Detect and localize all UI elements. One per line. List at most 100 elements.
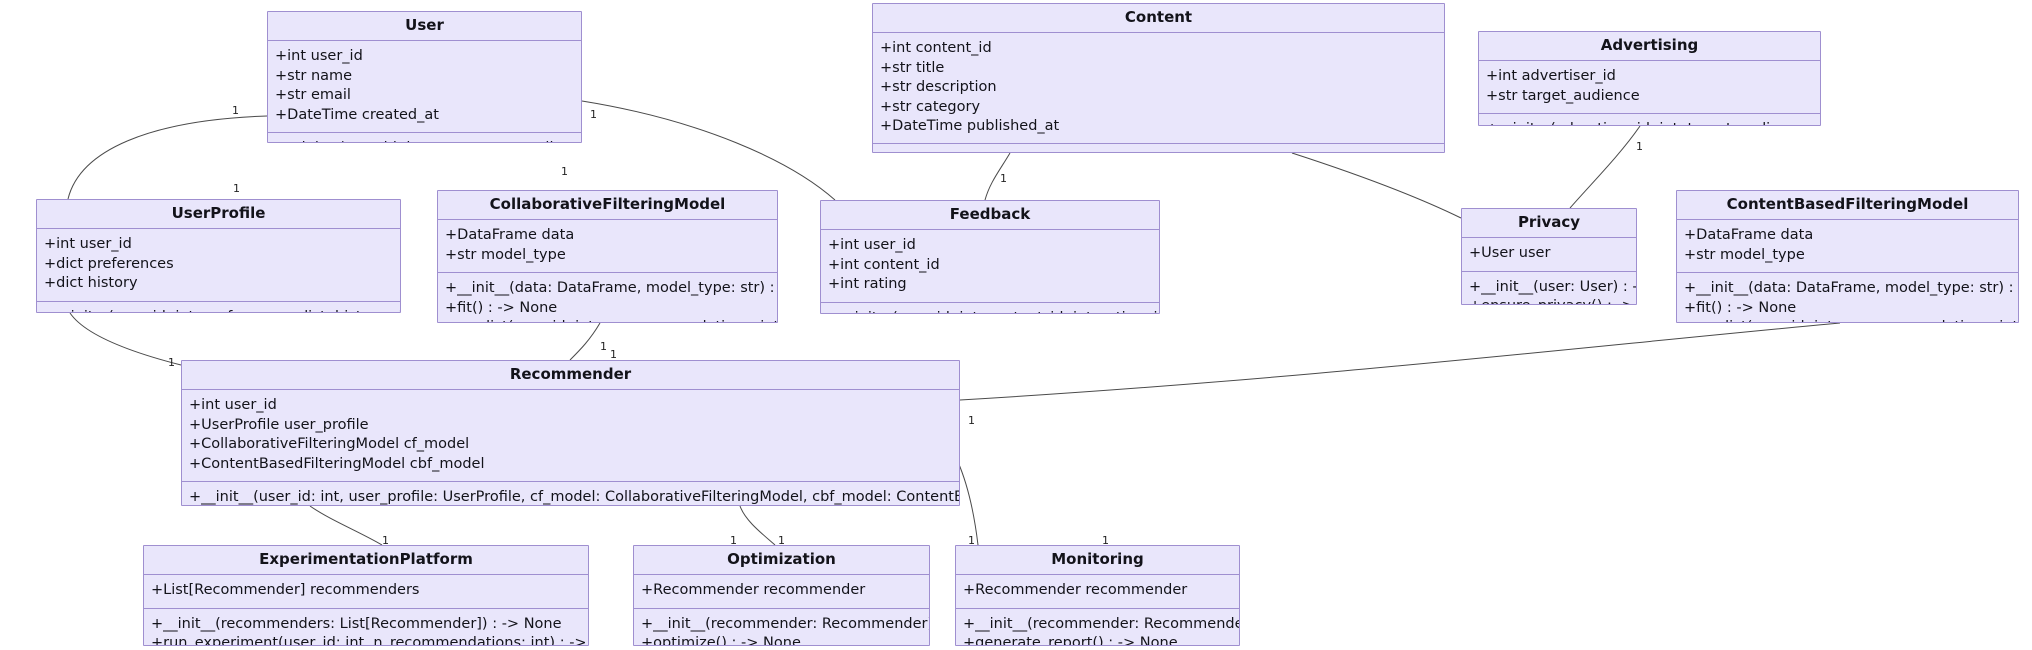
association-edge-recommender-optimization <box>739 505 776 546</box>
uml-method: +__init__(user: User) : -> None <box>1469 278 1636 295</box>
uml-method: +__init__(data: DataFrame, model_type: s… <box>1684 280 2018 297</box>
multiplicity-label: 1 <box>168 356 175 369</box>
uml-attributes-compartment: +int user_id+dict preferences+dict histo… <box>37 229 400 302</box>
uml-class-experimentation[interactable]: ExperimentationPlatform +List[Recommender… <box>143 545 589 646</box>
uml-attribute: +DateTime created_at <box>275 106 439 123</box>
uml-methods-compartment: +__init__(data: DataFrame, model_type: s… <box>1677 273 2018 322</box>
uml-attribute: +str name <box>275 67 353 84</box>
uml-method: +predict(user_id: int, n_recommendations… <box>445 318 777 322</box>
uml-method: +generate_report() : -> None <box>963 635 1178 646</box>
uml-methods-compartment: +__init__(recommender: Recommender) : ->… <box>634 609 930 646</box>
uml-attributes-compartment: +Recommender recommender <box>634 575 929 609</box>
uml-method: +__init__(user_id: int, content_id: int,… <box>828 309 1159 313</box>
uml-class-title: Optimization <box>634 546 929 576</box>
uml-attribute: +int content_id <box>880 40 992 57</box>
uml-class-content[interactable]: Content +int content_id +str title +str des… <box>872 3 1445 153</box>
uml-attributes-compartment: +List[Recommender] recommenders <box>144 575 588 609</box>
association-edge-recommender-cbfmodel <box>959 322 1841 401</box>
uml-methods-compartment: +__init__(user_id: int, user_profile: Us… <box>182 482 959 505</box>
uml-attribute: +int user_id <box>275 48 363 65</box>
uml-class-title: CollaborativeFilteringModel <box>438 191 777 221</box>
uml-method: +fit() : -> None <box>445 299 558 316</box>
multiplicity-label: 1 <box>1636 140 1643 153</box>
uml-class-feedback[interactable]: Feedback+int user_id+int content_id+int … <box>820 200 1160 314</box>
association-edge-cfmodel-recommender <box>569 322 601 361</box>
association-edge-recommender-experimentation <box>309 505 383 546</box>
uml-methods-compartment: +__init__(advertiser_id: int, target_aud… <box>1479 114 1820 125</box>
uml-method: +__init__(recommender: Recommender) : ->… <box>641 615 930 632</box>
uml-attribute: +Recommender recommender <box>963 582 1188 599</box>
uml-method: +__init__(user_id: int, preferences: dic… <box>44 308 400 312</box>
association-edge-user-feedback <box>581 100 836 201</box>
uml-method: +__init__(user_id: int, user_profile: Us… <box>189 488 959 505</box>
uml-class-title: Monitoring <box>956 546 1239 576</box>
uml-method: +fit() : -> None <box>1684 299 1797 316</box>
uml-method: +__init__(recommender: Recommender) : ->… <box>963 615 1239 632</box>
uml-attribute: +str target_audience <box>1486 87 1640 104</box>
uml-attribute: +int content_id <box>828 256 940 273</box>
uml-class-title: Content <box>873 4 1444 34</box>
uml-class-title: User <box>268 12 581 42</box>
uml-attributes-compartment: +int user_id +str name +str email +DateTime… <box>268 41 581 133</box>
uml-attribute: +DateTime published_at <box>880 117 1060 134</box>
uml-class-title: UserProfile <box>37 200 400 230</box>
uml-methods-compartment: +__init__(user_id: int, preferences: dic… <box>37 302 400 312</box>
uml-attributes-compartment: +Recommender recommender <box>956 575 1239 609</box>
uml-attribute: +User user <box>1469 245 1551 262</box>
multiplicity-label: 1 <box>778 534 785 547</box>
uml-class-cbfmodel[interactable]: ContentBasedFilteringModel+DataFrame dat… <box>1676 190 2019 323</box>
multiplicity-label: 1 <box>232 104 239 117</box>
uml-method: +optimize() : -> None <box>641 635 801 646</box>
uml-class-title: Feedback <box>821 201 1159 231</box>
uml-method: +__init__(recommenders: List[Recommender… <box>151 615 562 632</box>
uml-class-cfmodel[interactable]: CollaborativeFilteringModel+DataFrame da… <box>437 190 778 323</box>
uml-attribute: +List[Recommender] recommenders <box>151 582 420 599</box>
uml-method: +predict(user_id: int, n_recommendations… <box>1684 318 2018 322</box>
uml-method: +__init__(user_id: int, name: str, email… <box>275 139 581 142</box>
uml-attribute: +str description <box>880 79 997 96</box>
association-edge-content-privacy <box>1291 152 1462 219</box>
multiplicity-label: 1 <box>610 348 617 361</box>
uml-attributes-compartment: +int user_id+UserProfile user_profile+Co… <box>182 390 959 482</box>
association-edge-recommender-monitoring <box>957 461 979 546</box>
uml-attribute: +dict preferences <box>44 255 174 272</box>
uml-attribute: +str email <box>275 87 351 104</box>
uml-methods-compartment: +__init__(user_id: int, content_id: int,… <box>821 303 1159 313</box>
uml-class-title: Advertising <box>1479 32 1820 62</box>
uml-attribute: +int user_id <box>828 237 916 254</box>
multiplicity-label: 1 <box>590 108 597 121</box>
uml-attribute: +ContentBasedFilteringModel cbf_model <box>189 455 485 472</box>
uml-attributes-compartment: +User user <box>1462 238 1636 272</box>
uml-class-title: ExperimentationPlatform <box>144 546 588 576</box>
association-edge-userprofile-recommender <box>69 312 182 366</box>
multiplicity-label: 1 <box>730 534 737 547</box>
uml-class-privacy[interactable]: Privacy +User user +__init__(user: User) :… <box>1461 208 1637 305</box>
uml-attribute: +int advertiser_id <box>1486 68 1616 85</box>
uml-class-title: ContentBasedFilteringModel <box>1677 191 2018 221</box>
uml-class-user[interactable]: User +int user_id +str name +str email +Date… <box>267 11 582 143</box>
uml-class-recommender[interactable]: Recommender+int user_id+UserProfile user… <box>181 360 960 506</box>
uml-attribute: +str model_type <box>1684 246 1805 263</box>
uml-class-title: Recommender <box>182 361 959 391</box>
uml-attribute: +str title <box>880 59 945 76</box>
uml-attribute: +int user_id <box>44 236 132 253</box>
uml-class-advertising[interactable]: Advertising +int advertiser_id +str target… <box>1478 31 1821 126</box>
multiplicity-label: 1 <box>968 414 975 427</box>
uml-attribute: +UserProfile user_profile <box>189 416 369 433</box>
uml-method: +run_experiment(user_id: int, n_recommen… <box>151 635 588 646</box>
uml-attributes-compartment: +int advertiser_id +str target_audience <box>1479 61 1820 115</box>
uml-class-optimization[interactable]: Optimization +Recommender recommender +__i… <box>633 545 930 646</box>
uml-attributes-compartment: +DataFrame data+str model_type <box>1677 220 2018 274</box>
uml-attributes-compartment: +DataFrame data+str model_type <box>438 220 777 274</box>
multiplicity-label: 1 <box>382 534 389 547</box>
uml-attributes-compartment: +int user_id+int content_id+int rating <box>821 230 1159 303</box>
uml-methods-compartment: +__init__(content_id: int, title: str, d… <box>873 144 1444 152</box>
uml-methods-compartment: +__init__(recommender: Recommender) : ->… <box>956 609 1239 646</box>
uml-class-title: Privacy <box>1462 209 1636 239</box>
uml-method: +__init__(advertiser_id: int, target_aud… <box>1486 120 1820 125</box>
uml-attribute: +DataFrame data <box>445 227 575 244</box>
uml-class-userprofile[interactable]: UserProfile +int user_id +dict preferences… <box>36 199 401 313</box>
uml-class-monitoring[interactable]: Monitoring +Recommender recommender +__ini… <box>955 545 1240 646</box>
uml-attribute: +Recommender recommender <box>641 582 866 599</box>
